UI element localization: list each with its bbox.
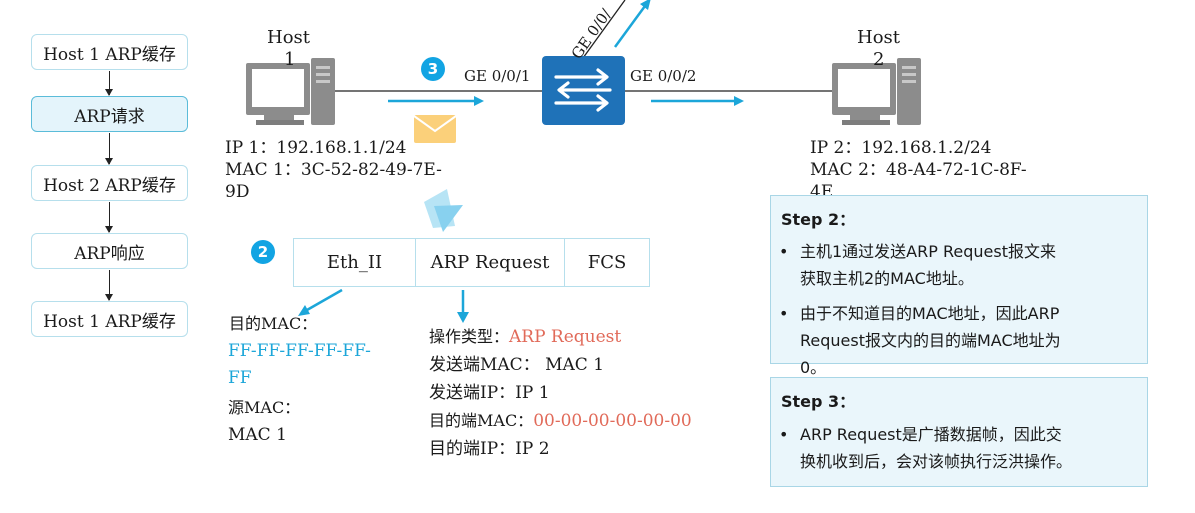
flow-step-host1-cache-final: Host 1 ARP缓存 xyxy=(31,301,188,337)
arp-target-mac-label: 目的端MAC： xyxy=(429,411,534,430)
step-badge-2: 2 xyxy=(251,240,275,264)
eth-src-value: MAC 1 xyxy=(228,425,287,445)
step2-item-line: 由于不知道目的MAC地址，因此ARP xyxy=(800,304,1060,323)
arp-sender-ip: 发送端IP：IP 1 xyxy=(429,383,550,403)
host2-number: 2 xyxy=(873,49,885,70)
arp-target-mac: 目的端MAC：00-00-00-00-00-00 xyxy=(429,410,692,432)
flow-arrow xyxy=(105,71,113,96)
arp-frame-structure: Eth_II ARP Request FCS xyxy=(293,238,650,287)
frame-field-fcs: FCS xyxy=(565,239,649,286)
host1-mac: MAC 1：3C-52-82-49-7E- xyxy=(225,160,442,180)
arp-op-value: ARP Request xyxy=(509,327,622,347)
flow-step-label: Host 1 ARP缓存 xyxy=(43,311,176,332)
step2-item-line: Request报文内的目的端MAC地址为 xyxy=(800,331,1061,350)
flow-arrow-out xyxy=(651,96,744,106)
step2-item: 由于不知道目的MAC地址，因此ARP Request报文内的目的端MAC地址为 0。 xyxy=(771,300,1141,381)
arp-target-ip: 目的端IP：IP 2 xyxy=(429,439,550,459)
arp-op-label: 操作类型： xyxy=(429,327,510,346)
flow-step-label: Host 2 ARP缓存 xyxy=(43,175,176,196)
port-label-ge001: GE 0/0/1 xyxy=(464,67,531,85)
frame-field-label: FCS xyxy=(587,252,627,273)
step3-item-line: ARP Request是广播数据帧，因此交 xyxy=(800,425,1062,444)
link-switch-up xyxy=(582,0,626,59)
step2-panel: Step 2： 主机1通过发送ARP Request报文来获取主机2的MAC地址… xyxy=(770,195,1148,377)
flow-step-label: Host 1 ARP缓存 xyxy=(43,44,176,65)
step2-item-line: 获取主机2的MAC地址。 xyxy=(800,269,974,288)
eth-dst-label: 目的MAC： xyxy=(229,314,318,333)
switch-icon xyxy=(542,56,625,125)
eth-pointer-arrow xyxy=(298,288,343,316)
step2-title: Step 2： xyxy=(781,210,856,229)
step2-item-line: 主机1通过发送ARP Request报文来 xyxy=(800,242,1056,261)
step3-item-line: 换机收到后，会对该帧执行泛洪操作。 xyxy=(800,452,1073,471)
flow-arrow xyxy=(105,202,113,233)
host2-ip: IP 2：192.168.1.2/24 xyxy=(810,138,992,158)
expand-arrow-icon xyxy=(424,189,463,232)
flow-arrow-in xyxy=(388,96,484,106)
flow-step-arp-reply: ARP响应 xyxy=(31,233,188,269)
arp-pointer-arrow xyxy=(457,290,469,323)
step2-item-line: 0。 xyxy=(800,358,827,377)
computer-icon-host2 xyxy=(832,58,921,125)
flow-step-arp-request: ARP请求 xyxy=(31,96,188,132)
host1-name: Host xyxy=(267,27,311,48)
eth-src-label: 源MAC： xyxy=(228,398,301,417)
step3-title: Step 3： xyxy=(781,392,856,411)
computer-icon-host1 xyxy=(246,58,335,125)
frame-field-eth: Eth_II xyxy=(294,239,416,286)
step-badge-3: 3 xyxy=(421,57,445,81)
flow-step-host1-cache: Host 1 ARP缓存 xyxy=(31,34,188,70)
eth-dst-value-cont: FF xyxy=(228,368,252,388)
host1-ip: IP 1：192.168.1.1/24 xyxy=(225,138,407,158)
flow-arrow-up xyxy=(613,0,651,48)
envelope-icon xyxy=(413,115,457,143)
host1-number: 1 xyxy=(284,49,296,70)
port-label-ge002: GE 0/0/2 xyxy=(630,67,697,85)
frame-field-label: ARP Request xyxy=(430,252,550,273)
arp-op-type: 操作类型：ARP Request xyxy=(429,326,621,348)
flow-arrow xyxy=(105,133,113,165)
flow-step-label: ARP响应 xyxy=(74,243,145,264)
arp-target-mac-value: 00-00-00-00-00-00 xyxy=(533,411,692,431)
host2-name: Host xyxy=(857,27,901,48)
flow-step-host2-cache: Host 2 ARP缓存 xyxy=(31,165,188,201)
host2-mac: MAC 2：48-A4-72-1C-8F- xyxy=(810,160,1027,180)
step3-panel: Step 3： ARP Request是广播数据帧，因此交换机收到后，会对该帧执… xyxy=(770,377,1148,487)
frame-field-arp: ARP Request xyxy=(416,239,565,286)
flow-step-label: ARP请求 xyxy=(74,106,145,127)
eth-dst-value: FF-FF-FF-FF-FF- xyxy=(228,341,371,361)
arp-sender-mac: 发送端MAC： MAC 1 xyxy=(429,355,605,375)
frame-field-label: Eth_II xyxy=(326,252,383,273)
host1-mac-cont: 9D xyxy=(225,182,250,202)
flow-arrow xyxy=(105,270,113,301)
